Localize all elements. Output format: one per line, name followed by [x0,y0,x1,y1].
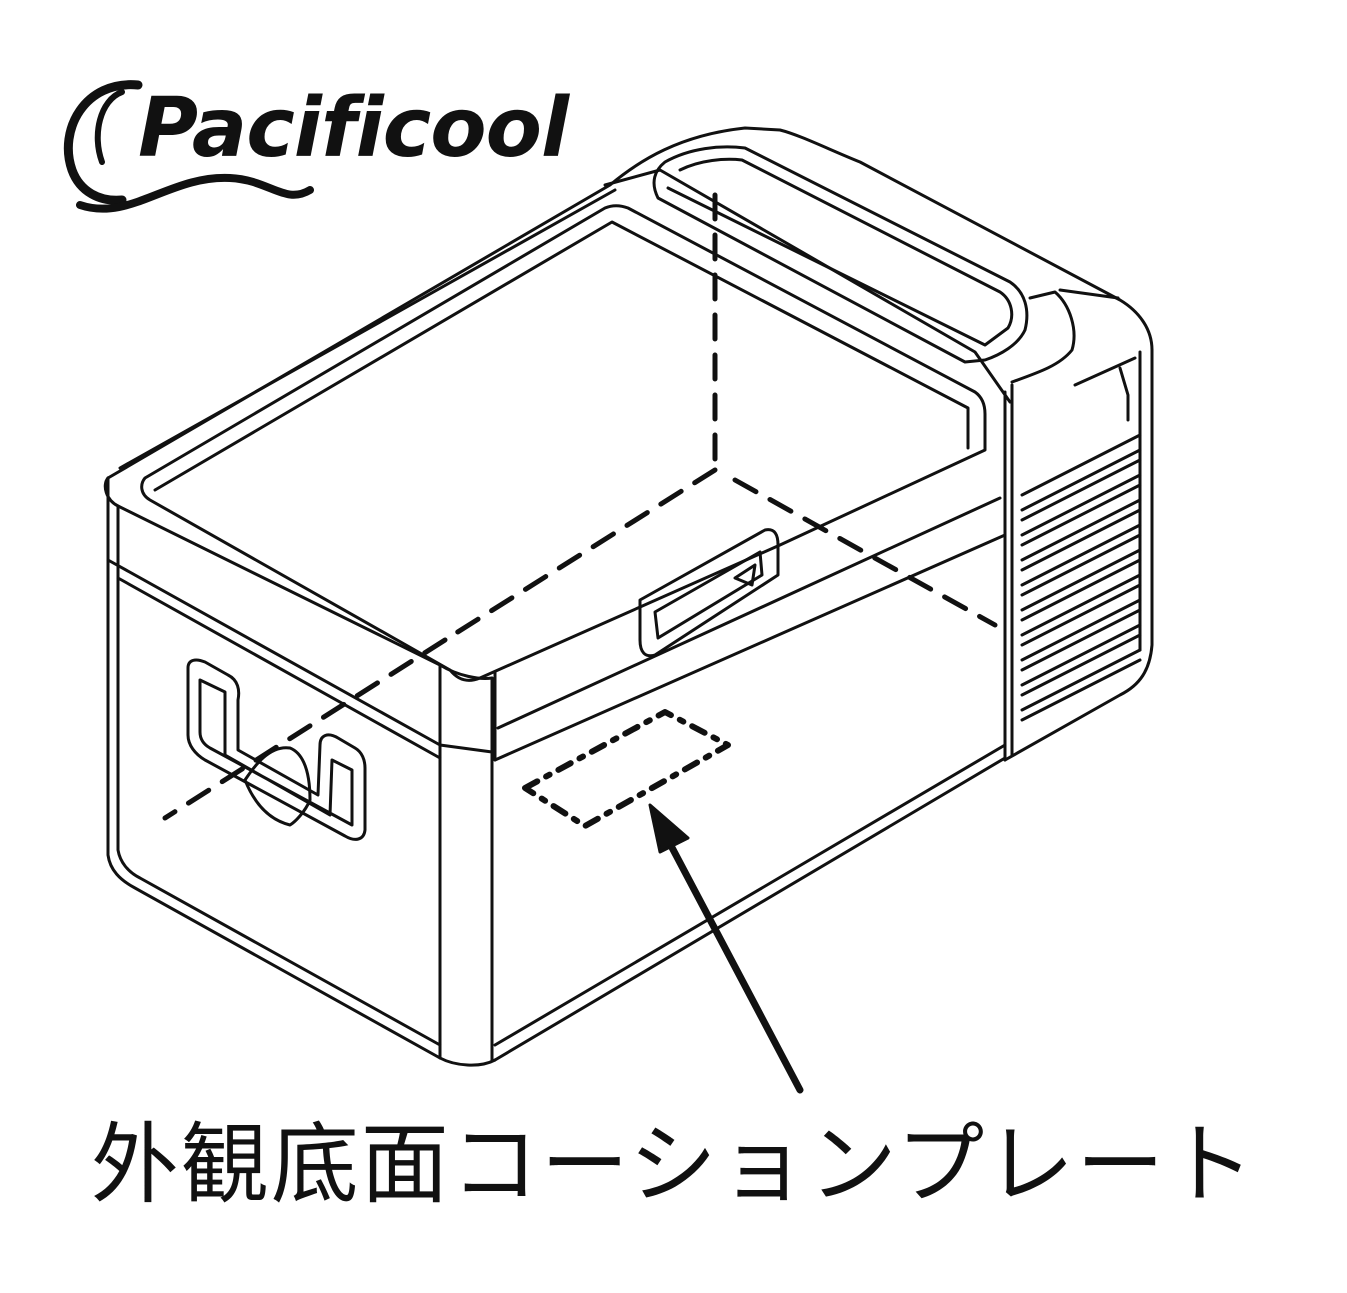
fridge-lid [103,126,1154,682]
callout-arrow [648,803,804,1094]
wave-swoosh-icon [63,80,314,213]
brand-logo-text: Pacificool [138,81,569,176]
caution-plate-outline [522,709,731,829]
vent-grille [1020,433,1142,722]
fridge-body [106,348,1154,1067]
hidden-lines [162,192,998,821]
front-latch [638,528,780,658]
callout-caption: 外観底面コーションプレート [90,1113,1257,1216]
